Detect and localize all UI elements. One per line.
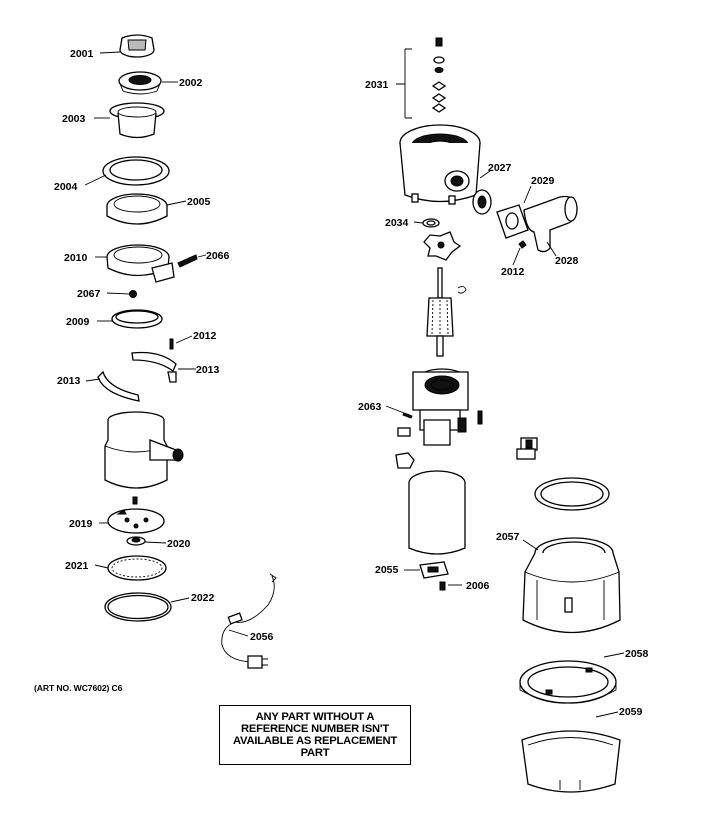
ref-2002: 2002 [179,77,203,89]
ref-2020: 2020 [167,538,191,550]
ref-2067: 2067 [77,288,101,300]
part-2003-flange [109,102,165,139]
part-2057-shroud [522,537,621,634]
ref-2056: 2056 [250,631,274,643]
ref-2059: 2059 [619,706,643,718]
ref-2013-left: 2013 [57,375,81,387]
rotor-armature [426,267,454,357]
part-pin [132,496,138,505]
part-2005-mount-ring [106,193,168,225]
ref-2027: 2027 [488,162,512,174]
part-2067-nut [129,290,137,298]
ref-2031: 2031 [365,79,389,91]
ref-2028: 2028 [555,255,579,267]
part-2012-screw-right [518,240,527,249]
notice-line-2: REFERENCE NUMBER ISN'T [240,723,390,735]
ref-2012-left: 2012 [193,330,217,342]
ref-2012-right: 2012 [501,266,525,278]
art-number: (ART NO. WC7602) C6 [34,683,123,693]
part-2021-shredder-ring [107,555,167,581]
notice-line-4: PART [300,747,330,759]
part-2019-turntable [107,508,165,534]
motor-upper-housing [399,124,481,205]
impeller [423,231,462,261]
leader-lines [84,51,625,718]
ref-2019: 2019 [69,518,93,530]
notice-line-1: ANY PART WITHOUT A [255,711,375,723]
part-2006-screw [439,581,446,591]
ref-2022: 2022 [191,592,215,604]
ref-2001: 2001 [70,48,94,60]
part-2066-screw [177,254,198,268]
ref-2034: 2034 [385,217,409,229]
ref-2009: 2009 [66,316,90,328]
part-2063-screws [402,410,483,425]
part-2004-gasket [102,156,170,186]
part-2010-mount-ring [106,244,175,283]
ref-2006: 2006 [466,580,490,592]
part-2056-power-cord [221,573,277,669]
ref-2005: 2005 [187,196,211,208]
ref-2057: 2057 [496,531,520,543]
ref-2029: 2029 [531,175,555,187]
part-2028-discharge-elbow [523,195,578,253]
part-2001-stopper [119,34,155,58]
terminal-block [516,437,538,460]
part-2055-cover-plate [419,561,449,579]
part-2034-washer [422,218,440,228]
upper-housing [104,411,184,489]
ref-2010: 2010 [64,252,88,264]
part-2002-strainer [118,71,162,95]
ref-2063: 2063 [358,401,382,413]
ref-2013-right: 2013 [196,364,220,376]
cap-piece [395,452,415,469]
notice-line-3: AVAILABLE AS REPLACEMENT [232,735,398,747]
ref-2003: 2003 [62,113,86,125]
motor-stator [397,368,469,446]
ref-2066: 2066 [206,250,230,262]
replacement-notice-box: ANY PART WITHOUT A REFERENCE NUMBER ISN'… [219,705,411,765]
part-2031-fastener-stack [396,37,447,119]
part-2059-bottom-shield [521,730,621,793]
part-2058-bottom-ring [519,660,617,704]
part-clip [457,285,467,294]
part-2020-bolt [126,536,146,546]
ref-2021: 2021 [65,560,89,572]
part-2029-gasket-plate [496,204,529,239]
part-2027-seal [472,189,492,215]
part-2022-gasket [104,592,172,622]
part-2013-clamp-left [97,370,140,402]
ref-2055: 2055 [375,564,399,576]
part-2009-snap-ring [111,309,163,329]
part-2013-clamp-right [131,351,177,383]
reference-labels: 2001 2002 2003 2004 2005 2010 2066 2067 … [54,48,649,718]
ref-2058: 2058 [625,648,649,660]
sound-insulator-gasket [534,477,610,511]
part-2012-screw [169,338,174,350]
ref-2004: 2004 [54,181,78,193]
motor-shell [408,470,466,555]
